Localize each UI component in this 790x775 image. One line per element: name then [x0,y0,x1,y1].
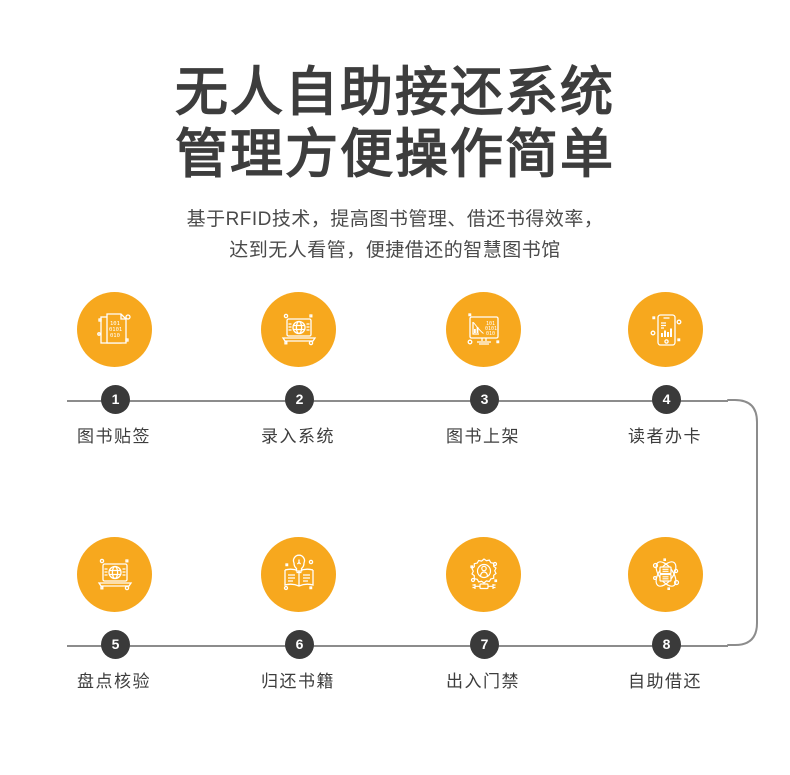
laptop-globe-icon [261,292,336,367]
flow-axis-row-2 [67,645,728,647]
laptop-globe-icon [77,537,152,612]
step-label: 图书上架 [446,427,520,446]
flow-step-4[interactable]: 4 读者办卡 [590,292,740,487]
step-number-badge: 5 [101,630,130,659]
flow-step-3[interactable]: 101 0101 010 3 图书上架 [408,292,558,487]
svg-text:010: 010 [110,333,120,339]
step-number-badge: 4 [652,385,681,414]
page-title-line-2: 管理方便操作简单 [175,125,615,184]
step-label: 图书贴签 [77,427,151,446]
gear-person-gate-icon [446,537,521,612]
step-number-badge: 3 [470,385,499,414]
step-number-badge: 7 [470,630,499,659]
page-header: 无人自助接还系统 管理方便操作简单 基于RFID技术，提高图书管理、借还书得效率… [0,62,790,266]
flow-row-2: 5 盘点核验 [0,537,790,732]
step-label: 归还书籍 [261,672,335,691]
svg-text:101: 101 [110,321,120,327]
smartphone-barchart-icon [628,292,703,367]
svg-text:0101: 0101 [485,326,497,332]
flow-step-1[interactable]: 101 0101 010 1 图书贴签 [39,292,189,487]
flow-step-7[interactable]: 7 出入门禁 [408,537,558,732]
svg-text:0101: 0101 [109,327,122,333]
flow-row-1: 101 0101 010 1 图书贴签 [0,292,790,487]
process-flow: 101 0101 010 1 图书贴签 [0,292,790,712]
flow-step-8[interactable]: 8 自助借还 [590,537,740,732]
binary-document-icon: 101 0101 010 [77,292,152,367]
page-subtitle-line-1: 基于RFID技术，提高图书管理、借还书得效率， [186,209,604,230]
svg-text:010: 010 [486,331,495,337]
flow-step-2[interactable]: 2 录入系统 [223,292,373,487]
step-number-badge: 8 [652,630,681,659]
svg-text:101: 101 [486,321,495,327]
step-label: 盘点核验 [77,672,151,691]
step-number-badge: 2 [285,385,314,414]
step-label: 录入系统 [261,427,335,446]
page-subtitle: 基于RFID技术，提高图书管理、借还书得效率， 达到无人看管，便捷借还的智慧图书… [0,204,790,266]
step-label: 出入门禁 [446,672,520,691]
step-number-badge: 6 [285,630,314,659]
monitor-chart-binary-icon: 101 0101 010 [446,292,521,367]
step-label: 读者办卡 [628,427,702,446]
page-subtitle-line-2: 达到无人看管，便捷借还的智慧图书馆 [229,240,561,261]
atom-documents-icon [628,537,703,612]
step-number-badge: 1 [101,385,130,414]
flow-step-6[interactable]: 6 归还书籍 [223,537,373,732]
book-lightbulb-icon [261,537,336,612]
flow-step-5[interactable]: 5 盘点核验 [39,537,189,732]
page-title-line-1: 无人自助接还系统 [175,63,615,122]
step-label: 自助借还 [628,672,702,691]
flow-axis-row-1 [67,400,728,402]
